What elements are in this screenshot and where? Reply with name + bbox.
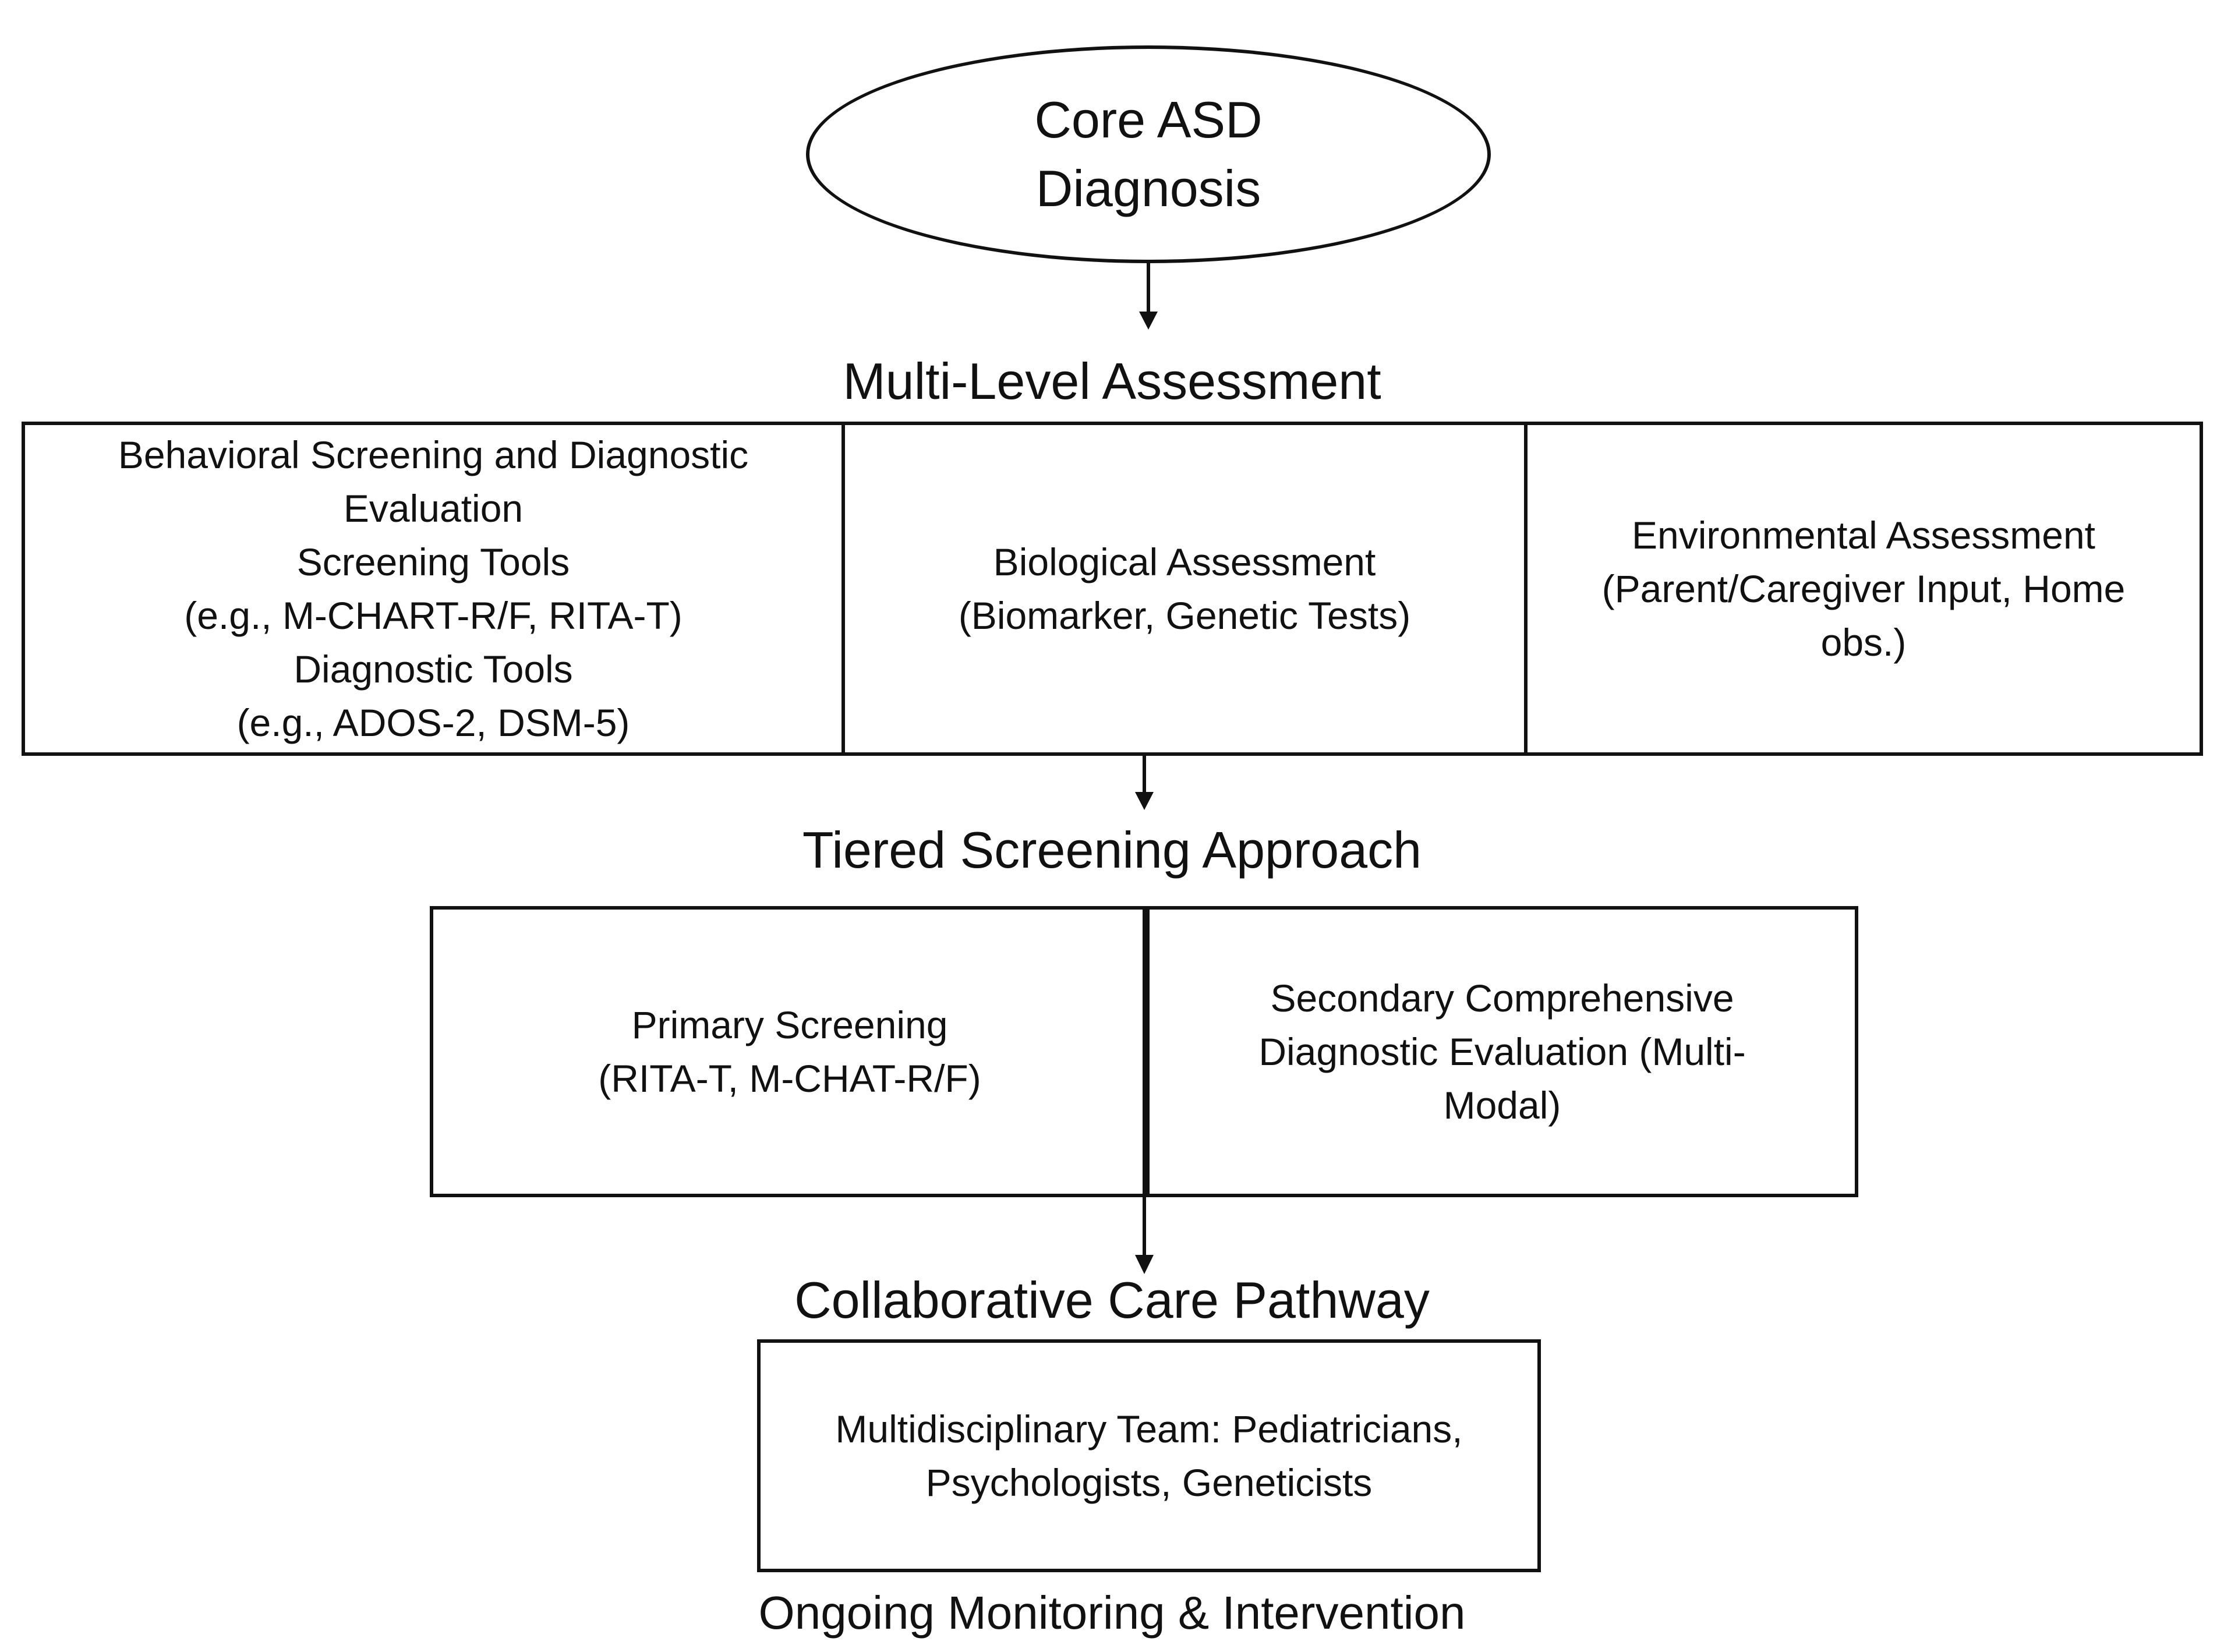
biological-assessment-cell: Biological Assessment (Biomarker, Geneti… [841, 425, 1524, 752]
secondary-line-3: Modal) [1443, 1084, 1561, 1127]
environmental-line-3: obs.) [1820, 621, 1907, 664]
team-line-2: Psychologists, Geneticists [925, 1461, 1373, 1504]
environmental-assessment-cell: Environmental Assessment (Parent/Caregiv… [1524, 425, 2200, 752]
core-label-line-2: Diagnosis [1035, 160, 1261, 217]
secondary-line-1: Secondary Comprehensive [1270, 977, 1734, 1020]
behavioral-line-4: (e.g., M-CHART-R/F, RITA-T) [184, 594, 683, 637]
biological-line-1: Biological Assessment [993, 540, 1376, 583]
tiered-screening-box: Primary Screening (RITA-T, M-CHAT-R/F) S… [430, 906, 1858, 1197]
primary-line-2: (RITA-T, M-CHAT-R/F) [598, 1057, 981, 1100]
tiered-screening-heading: Tiered Screening Approach [802, 821, 1422, 879]
arrowhead-core-to-multi-level [1139, 312, 1158, 330]
environmental-line-1: Environmental Assessment [1631, 514, 2095, 557]
multidisciplinary-team-cell: Multidisciplinary Team: Pediatricians, P… [761, 1343, 1537, 1569]
multi-level-assessment-box: Behavioral Screening and Diagnostic Eval… [22, 422, 2203, 756]
multi-level-assessment-heading: Multi-Level Assessment [843, 352, 1381, 410]
behavioral-screening-cell: Behavioral Screening and Diagnostic Eval… [25, 425, 841, 752]
ongoing-monitoring-label: Ongoing Monitoring & Intervention [758, 1587, 1466, 1639]
behavioral-line-5: Diagnostic Tools [294, 648, 573, 691]
behavioral-line-6: (e.g., ADOS-2, DSM-5) [236, 701, 630, 744]
arrowhead-multi-level-to-tiered [1135, 792, 1154, 810]
core-asd-diagnosis-label: Core ASD Diagnosis [997, 86, 1300, 223]
environmental-line-2: (Parent/Caregiver Input, Home [1601, 567, 2126, 610]
primary-line-1: Primary Screening [631, 1003, 948, 1046]
biological-line-2: (Biomarker, Genetic Tests) [958, 594, 1411, 637]
team-line-1: Multidisciplinary Team: Pediatricians, [835, 1407, 1463, 1451]
behavioral-line-2: Evaluation [343, 487, 524, 530]
behavioral-line-1: Behavioral Screening and Diagnostic [118, 433, 749, 476]
primary-screening-cell: Primary Screening (RITA-T, M-CHAT-R/F) [433, 910, 1146, 1194]
behavioral-line-3: Screening Tools [296, 540, 570, 583]
arrowhead-tiered-to-collaborative [1135, 1255, 1154, 1274]
core-label-line-1: Core ASD [1034, 91, 1263, 148]
secondary-line-2: Diagnostic Evaluation (Multi- [1258, 1030, 1746, 1073]
core-asd-diagnosis-node: Core ASD Diagnosis [806, 45, 1491, 263]
collaborative-care-box: Multidisciplinary Team: Pediatricians, P… [757, 1339, 1541, 1572]
secondary-evaluation-cell: Secondary Comprehensive Diagnostic Evalu… [1146, 910, 1855, 1194]
collaborative-care-heading: Collaborative Care Pathway [794, 1271, 1430, 1329]
